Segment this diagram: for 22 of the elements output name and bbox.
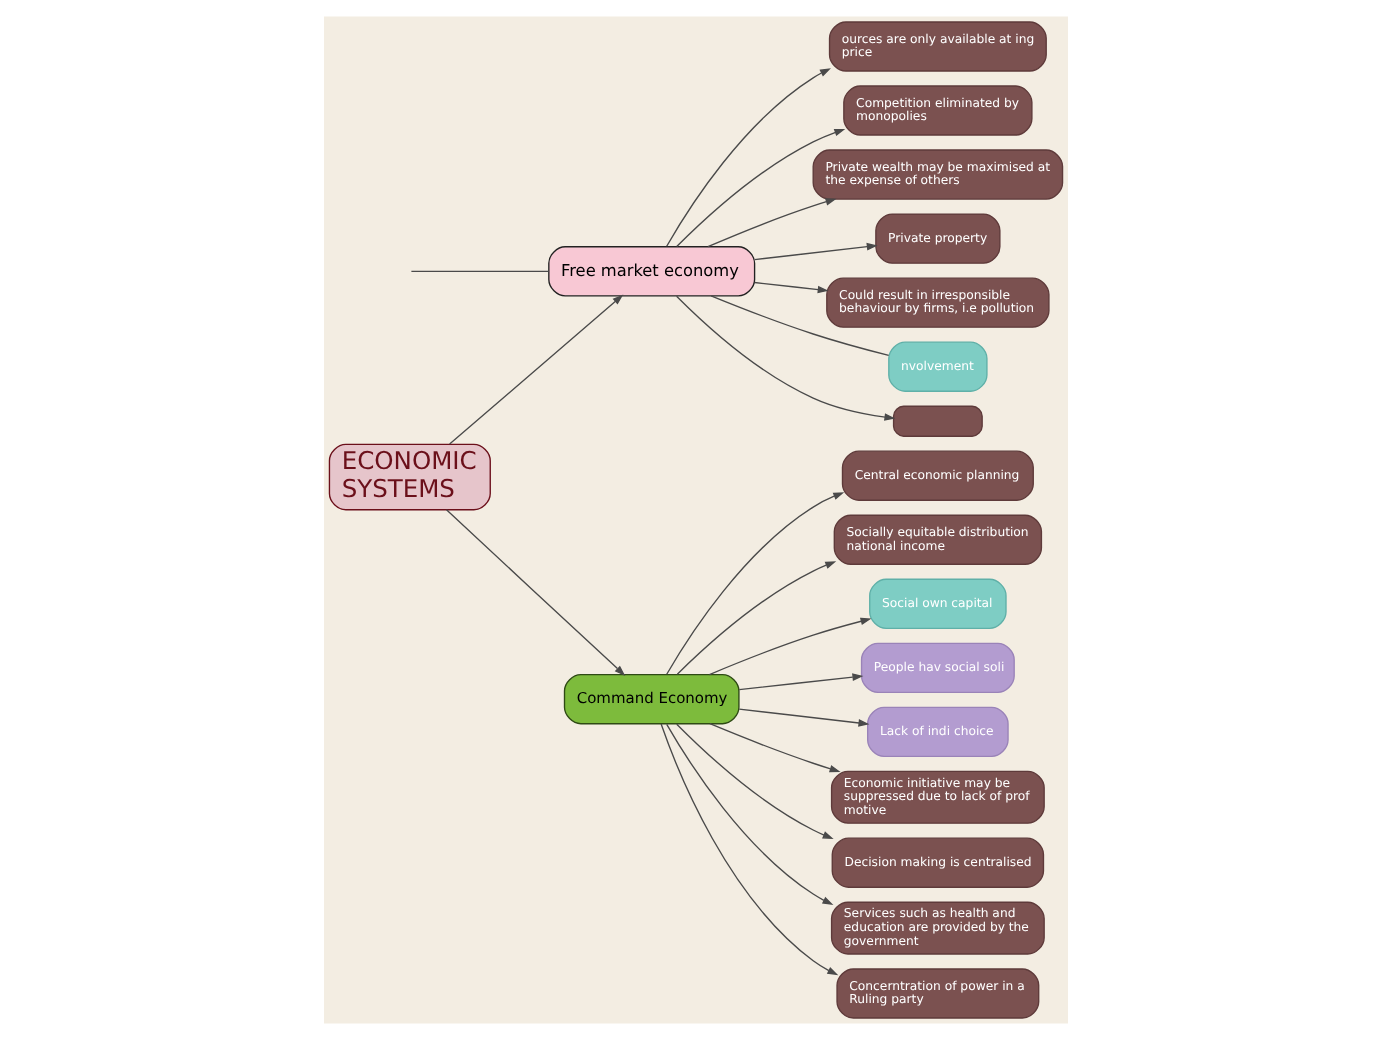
arrow [753,242,878,261]
arrow [676,561,837,675]
arrow [666,492,845,675]
connector [410,270,550,272]
node-box: ECONOMIC SYSTEMS [328,443,491,511]
node-box [892,405,983,437]
arrow [676,128,846,248]
connector [710,295,890,357]
arrow [660,723,839,976]
arrow [707,198,837,248]
node-box: Free market economy [548,246,756,297]
arrow [738,708,870,727]
arrow [666,68,831,247]
arrow [709,723,841,773]
arrow [445,509,626,676]
arrow [738,673,864,691]
arrow [675,295,896,421]
arrow [448,294,624,445]
arrow [753,281,829,294]
arrow [666,723,834,906]
arrow [676,723,834,840]
arrow [708,617,872,676]
